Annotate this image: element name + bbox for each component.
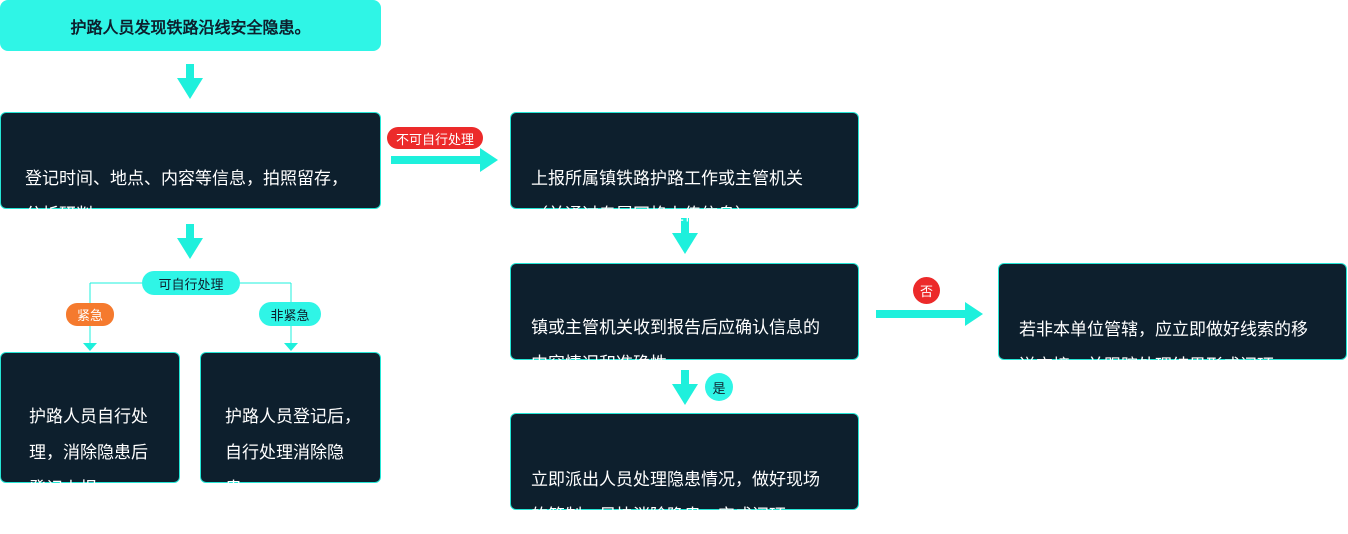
- no-badge: 否: [913, 277, 940, 304]
- arrow-confirm-to-dispatch: [672, 370, 698, 405]
- arrow-confirm-to-transfer: [876, 302, 983, 326]
- arrow-report-to-confirm: [672, 218, 698, 254]
- urgent-action-node-text: 护路人员自行处 理，消除隐患后 登记上报。: [29, 407, 148, 499]
- report-node-text: 上报所属镇铁路护路工作或主管机关 （并通过专属网格上传信息）。: [531, 169, 803, 225]
- report-node: 上报所属镇铁路护路工作或主管机关 （并通过专属网格上传信息）。: [510, 112, 859, 225]
- nonurgent-action-node: 护路人员登记后， 自行处理消除隐 患。: [200, 352, 381, 499]
- arrow-to-nonurgent-action: [284, 343, 298, 351]
- no-label: 否: [919, 285, 933, 300]
- can-self-handle-badge: 可自行处理: [142, 271, 240, 295]
- cannot-self-handle-label: 不可自行处理: [395, 132, 474, 148]
- register-node-text: 登记时间、地点、内容等信息，拍照留存， 分析研判。: [25, 169, 348, 225]
- dispatch-node-text: 立即派出人员处理隐患情况，做好现场 的管制，尽快消除隐患，完成闭环。: [531, 470, 820, 526]
- non-urgent-badge: 非紧急: [259, 302, 321, 326]
- non-urgent-label: 非紧急: [270, 308, 310, 324]
- transfer-node-text: 若非本单位管辖，应立即做好线索的移 送交接，并跟踪处理结果形成闭环。: [1019, 320, 1308, 376]
- register-node: 登记时间、地点、内容等信息，拍照留存， 分析研判。: [0, 112, 381, 225]
- urgent-label: 紧急: [76, 309, 103, 324]
- arrow-register-to-self-handle: [177, 224, 203, 259]
- transfer-node: 若非本单位管辖，应立即做好线索的移 送交接，并跟踪处理结果形成闭环。: [998, 263, 1347, 376]
- nonurgent-action-node-text: 护路人员登记后， 自行处理消除隐 患。: [225, 407, 361, 499]
- dispatch-node: 立即派出人员处理隐患情况，做好现场 的管制，尽快消除隐患，完成闭环。: [510, 413, 859, 526]
- yes-label: 是: [712, 381, 726, 397]
- urgent-badge: 紧急: [66, 303, 114, 326]
- arrow-start-to-register: [177, 64, 203, 99]
- yes-badge: 是: [705, 373, 733, 401]
- can-self-handle-label: 可自行处理: [158, 277, 224, 293]
- confirm-node: 镇或主管机关收到报告后应确认信息的 内容情况和准确性。: [510, 263, 859, 374]
- arrow-to-urgent-action: [83, 343, 97, 351]
- cannot-self-handle-badge: 不可自行处理: [387, 127, 483, 149]
- start-node: 护路人员发现铁路沿线安全隐患。: [0, 0, 381, 51]
- start-node-text: 护路人员发现铁路沿线安全隐患。: [70, 17, 311, 37]
- arrow-register-to-report: [391, 148, 498, 172]
- confirm-node-text: 镇或主管机关收到报告后应确认信息的 内容情况和准确性。: [531, 318, 820, 374]
- urgent-action-node: 护路人员自行处 理，消除隐患后 登记上报。: [0, 352, 180, 499]
